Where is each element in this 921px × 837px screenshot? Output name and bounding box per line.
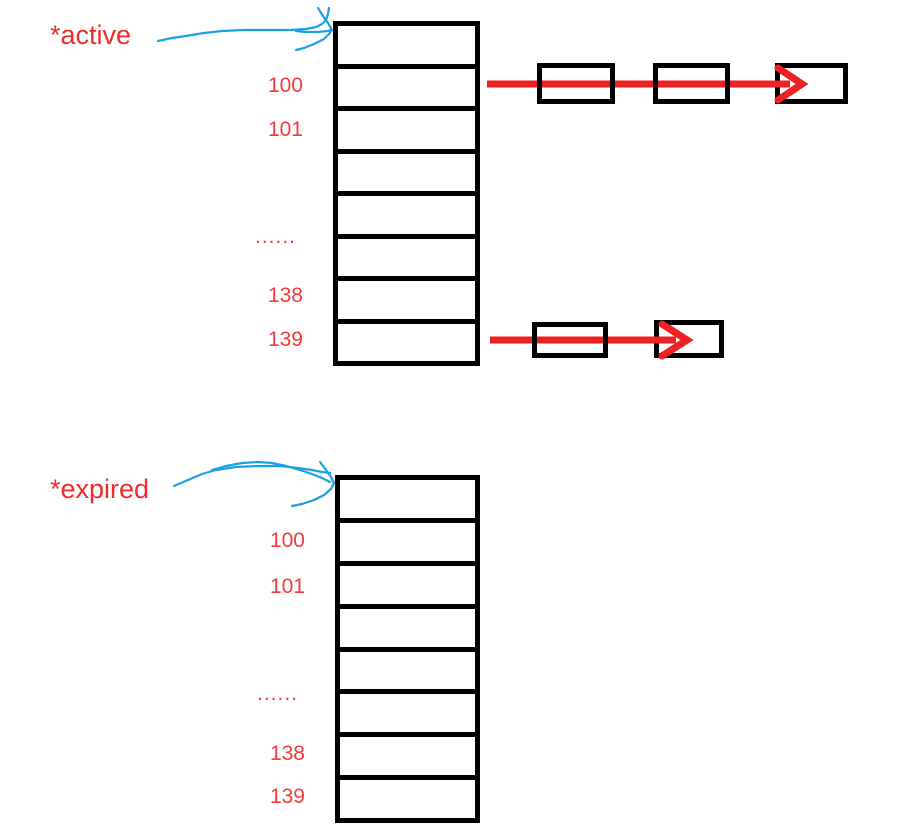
expired-index-label-139: 139 — [269, 785, 305, 808]
active-cell-138[interactable] — [338, 281, 475, 324]
active-cell-139[interactable] — [338, 323, 475, 361]
active-index-label-138: 138 — [267, 284, 303, 307]
active-pointer-arrow-icon — [156, 6, 336, 52]
expired-cell-3[interactable] — [340, 608, 475, 652]
expired-cell-4[interactable] — [340, 651, 475, 695]
active-cell-4[interactable] — [338, 196, 475, 239]
expired-cell-139[interactable] — [340, 780, 475, 818]
active-pointer-label: *active — [50, 20, 132, 50]
chain-bucket-100-arrow — [487, 64, 809, 104]
expired-cell-101[interactable] — [340, 565, 475, 609]
expired-index-label-138: 138 — [269, 742, 305, 765]
expired-cell-5[interactable] — [340, 694, 475, 738]
active-cell-100[interactable] — [338, 68, 475, 111]
active-cell-5[interactable] — [338, 238, 475, 281]
expired-table — [335, 475, 480, 823]
chain-bucket-100-node-3[interactable] — [775, 63, 848, 104]
active-cell-3[interactable] — [338, 153, 475, 196]
chain-bucket-100-node-2[interactable] — [653, 63, 730, 104]
expired-index-label-101: 101 — [269, 575, 305, 598]
active-index-label-139: 139 — [267, 328, 303, 351]
expired-cell-138[interactable] — [340, 737, 475, 781]
expired-pointer-arrow-icon — [172, 460, 336, 508]
active-table — [333, 21, 480, 366]
active-cell-101[interactable] — [338, 111, 475, 154]
expired-cell-100[interactable] — [340, 522, 475, 566]
expired-pointer-label: *expired — [50, 474, 150, 504]
active-index-label-100: 100 — [267, 74, 303, 97]
chain-bucket-100-node-1[interactable] — [537, 63, 615, 104]
expired-index-label-ellipsis: ...... — [256, 682, 298, 705]
active-index-label-101: 101 — [267, 118, 303, 141]
active-cell-0[interactable] — [338, 26, 475, 69]
expired-cell-0[interactable] — [340, 480, 475, 523]
expired-index-label-100: 100 — [269, 529, 305, 552]
chain-bucket-139-node-1[interactable] — [532, 322, 608, 358]
active-index-label-ellipsis: ...... — [254, 225, 296, 248]
chain-bucket-139-node-2[interactable] — [654, 320, 724, 358]
